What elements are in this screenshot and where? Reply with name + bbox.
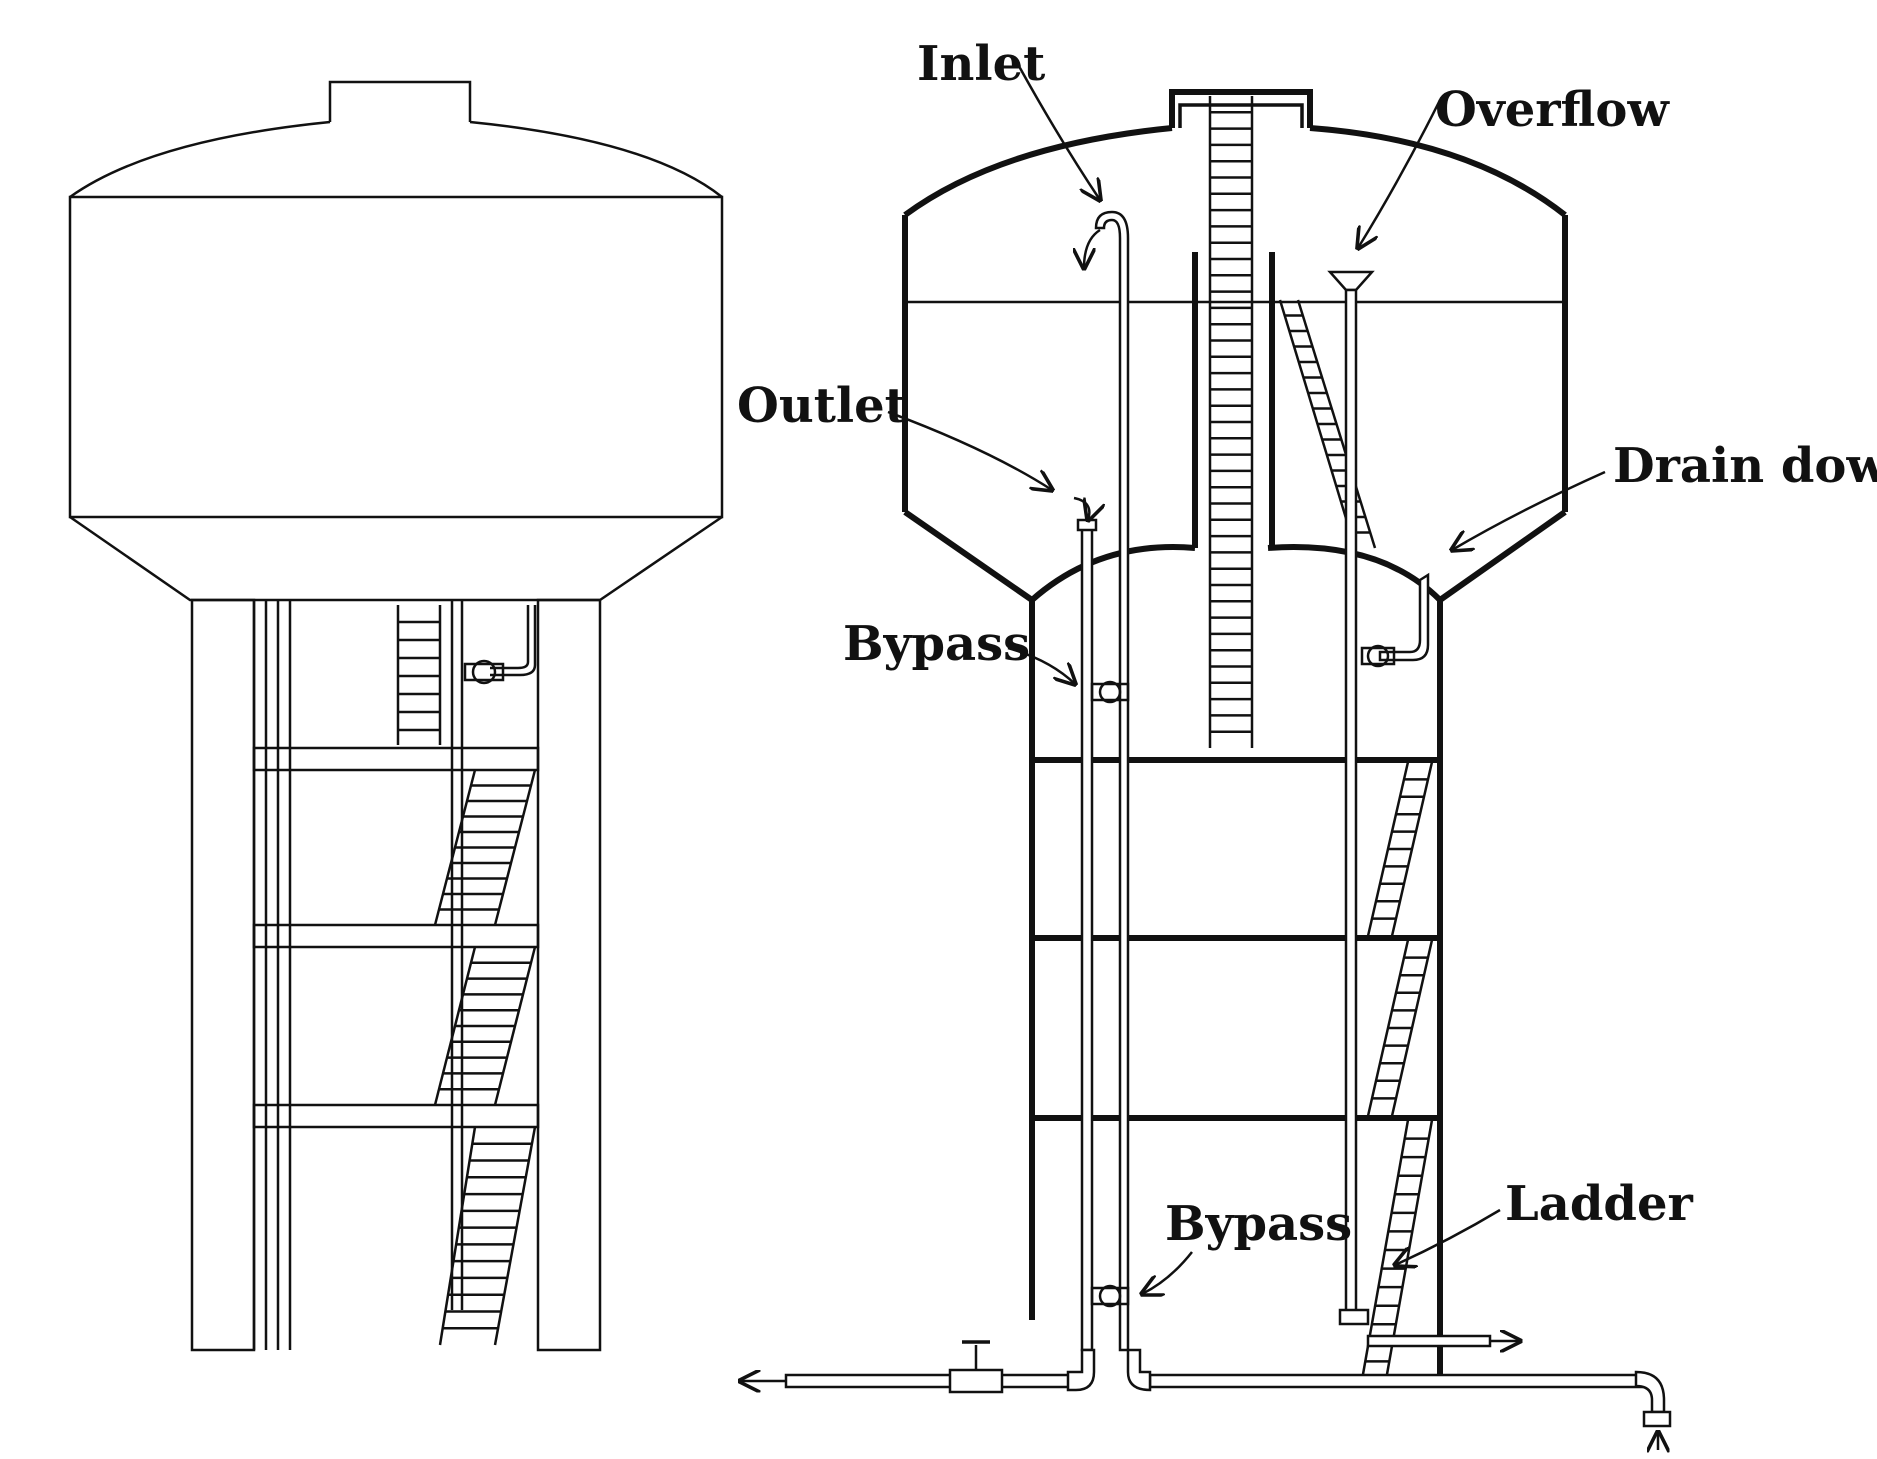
right-leg <box>536 598 602 1352</box>
left-leg <box>190 598 256 1352</box>
label-drain-down: Drain down <box>1613 438 1877 494</box>
central-ladder-rungs <box>1210 111 1252 733</box>
roof-hatch <box>328 80 472 122</box>
gate-valve-icon <box>948 1368 1004 1394</box>
diagonal-ladder-3 <box>438 1126 537 1346</box>
roof-dome <box>69 120 723 199</box>
overflow-pipe <box>1344 288 1358 1322</box>
leader-bypass-lower <box>1142 1251 1193 1294</box>
overflow-funnel <box>1327 270 1375 292</box>
leader-drain-down <box>1452 470 1606 550</box>
leader-bypass-upper <box>1007 646 1075 684</box>
tank-body <box>68 195 724 519</box>
inlet-pipe <box>1094 210 1130 1352</box>
brace-3 <box>252 1103 540 1129</box>
cutaway-roof-hatch <box>1169 89 1313 128</box>
vertical-pipes <box>252 600 464 1350</box>
exterior-view <box>68 80 724 1352</box>
brace-1 <box>252 746 540 772</box>
label-bypass-upper: Bypass <box>843 616 1030 672</box>
leader-outlet <box>887 410 1052 490</box>
labels: Inlet Overflow Outlet Drain down Bypass … <box>737 36 1877 1294</box>
tank-cone <box>69 515 723 602</box>
label-overflow: Overflow <box>1435 82 1670 138</box>
brace-2 <box>252 923 540 949</box>
cutaway-cone <box>903 509 1567 603</box>
upper-ladder <box>396 605 442 745</box>
valve-icon <box>463 659 505 685</box>
cutaway-roof <box>903 125 1567 218</box>
drain-valve-icon <box>1360 644 1396 668</box>
drain-down-pipe <box>1378 572 1430 662</box>
leader-inlet <box>1018 67 1100 200</box>
leader-ladder <box>1395 1208 1501 1265</box>
label-inlet: Inlet <box>917 36 1045 92</box>
label-outlet: Outlet <box>737 378 907 434</box>
label-ladder: Ladder <box>1505 1176 1694 1232</box>
tower-ladder-rungs <box>1365 778 1429 1363</box>
diagonal-ladder-rungs <box>439 784 532 1330</box>
leader-overflow <box>1358 99 1442 248</box>
ground-pipework <box>784 1308 1672 1428</box>
tank-inner-ladder-rungs <box>1284 314 1371 534</box>
cutaway-view <box>740 89 1672 1450</box>
outlet-pipe <box>1080 526 1094 1352</box>
label-bypass-lower: Bypass <box>1165 1196 1352 1252</box>
bypass-valve-lower-icon <box>1090 1284 1130 1308</box>
exterior-drain-pipe <box>490 605 537 677</box>
bypass-valve-upper-icon <box>1090 680 1130 704</box>
